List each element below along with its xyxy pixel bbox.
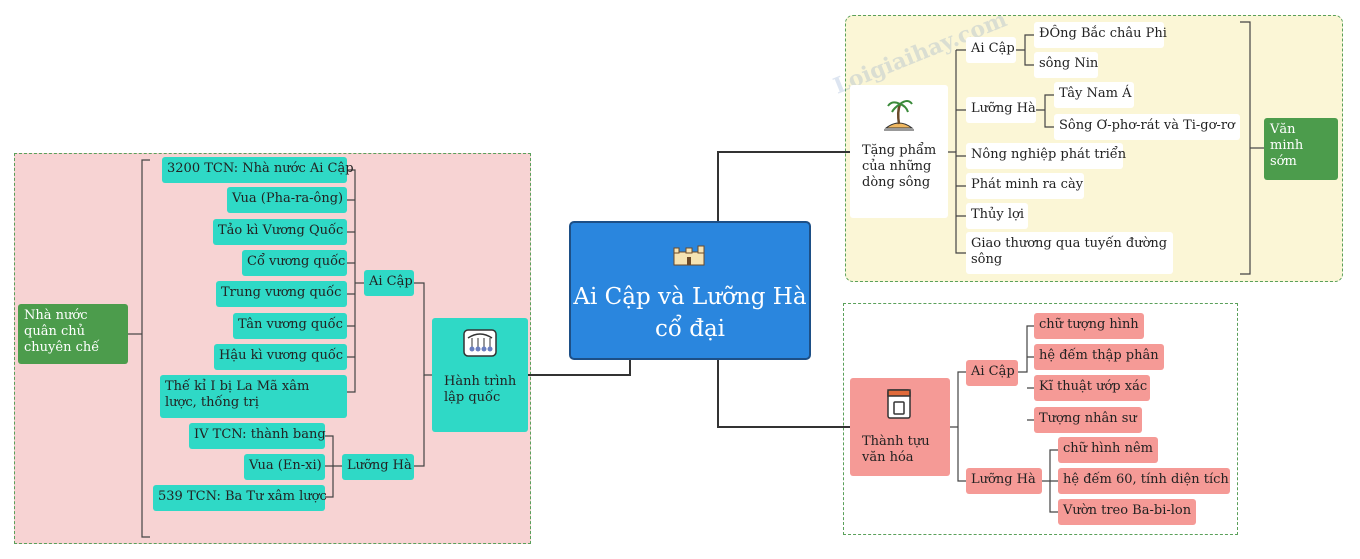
tr-other-item: Phát minh ra cày xyxy=(966,173,1084,199)
br-luong-ha-item: Vườn treo Ba-bi-lon xyxy=(1058,499,1196,525)
tr-ai-cap-item: ĐÔng Bắc châu Phi xyxy=(1034,22,1167,48)
left-ai-cap-item: Thế kỉ I bị La Mã xâm lược, thống trị xyxy=(160,375,347,418)
left-luong-ha-item: IV TCN: thành bang xyxy=(189,423,326,449)
left-ai-cap-item: Tảo kì Vương Quốc xyxy=(213,219,347,245)
left-ai-cap-item: Trung vương quốc xyxy=(216,281,347,307)
tr-other-item: Giao thương qua tuyến đường sông xyxy=(966,232,1173,274)
br-ai-cap-label: Ai Cập xyxy=(966,360,1018,386)
br-luong-ha-item: hệ đếm 60, tính diện tích xyxy=(1058,468,1230,494)
branch-label: Hành trình lập quốc xyxy=(444,374,517,405)
left-luong-ha-item: Vua (En-xi) xyxy=(244,454,325,480)
castle-icon xyxy=(673,245,705,266)
tr-other-item: Nông nghiệp phát triển xyxy=(966,143,1126,169)
tr-other-item: Thủy lợi xyxy=(966,203,1028,229)
left-luong-ha-label: Lưỡng Hà xyxy=(342,454,414,480)
tr-ai-cap-item: sông Nin xyxy=(1034,52,1098,78)
br-ai-cap-item: Tượng nhân sư xyxy=(1034,407,1142,433)
left-ai-cap-item: 3200 TCN: Nhà nước Ai Cập xyxy=(162,157,354,183)
left-ai-cap-item: Hậu kì vương quốc xyxy=(214,344,347,370)
left-ai-cap-item: Vua (Pha-ra-ông) xyxy=(227,187,347,213)
left-ai-cap-item: Cổ vương quốc xyxy=(242,250,347,276)
bottom-right-region xyxy=(843,303,1238,535)
left-ai-cap-label: Ai Cập xyxy=(364,270,414,296)
br-luong-ha-label: Lưỡng Hà xyxy=(966,468,1042,494)
cradle-icon xyxy=(463,329,497,357)
island-icon xyxy=(884,100,914,131)
br-luong-ha-item: chữ hình nêm xyxy=(1058,437,1158,463)
branch-label: Thành tựu văn hóa xyxy=(862,434,930,465)
br-ai-cap-item: hệ đếm thập phân xyxy=(1034,344,1164,370)
left-luong-ha-item: 539 TCN: Ba Tư xâm lược xyxy=(153,485,327,511)
tr-luong-ha-item: Sông Ơ-phơ-rát và Ti-gơ-rơ xyxy=(1054,114,1240,140)
tr-luong-ha-item: Tây Nam Á xyxy=(1054,82,1134,108)
document-icon xyxy=(887,389,911,419)
center-title: Ai Cập và Lưỡng Hà cổ đại xyxy=(573,284,807,342)
summary-nha-nuoc: Nhà nước quân chủ chuyên chế xyxy=(18,304,128,364)
tr-ai-cap-label: Ai Cập xyxy=(966,37,1016,63)
left-ai-cap-item: Tân vương quốc xyxy=(233,313,347,339)
tr-luong-ha-label: Lưỡng Hà xyxy=(966,97,1036,123)
br-ai-cap-item: chữ tượng hình xyxy=(1034,313,1144,339)
summary-van-minh-som: Văn minh sớm xyxy=(1264,118,1338,180)
center-node: Ai Cập và Lưỡng Hà cổ đại xyxy=(569,221,811,360)
br-ai-cap-item: Kĩ thuật ướp xác xyxy=(1034,375,1150,401)
branch-label: Tặng phẩm của những dòng sông xyxy=(862,143,937,190)
